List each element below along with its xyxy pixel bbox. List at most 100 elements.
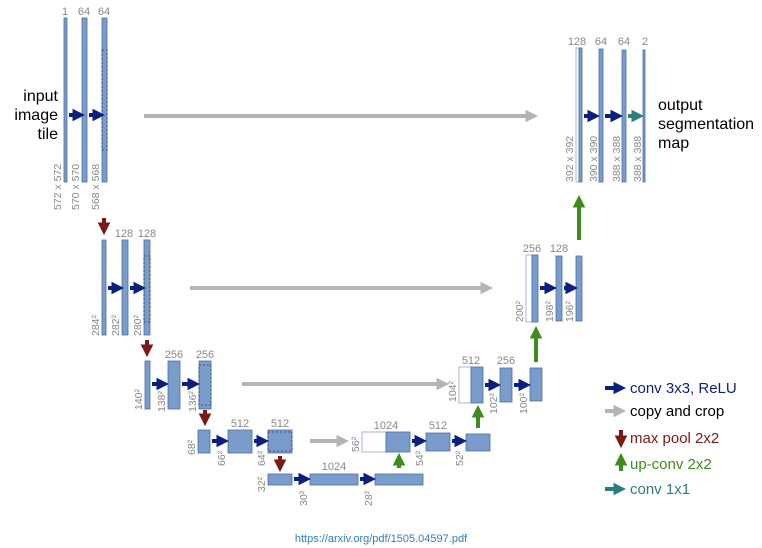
spatial-size: 388 x 388 bbox=[611, 136, 623, 182]
feature-map-box bbox=[385, 431, 411, 453]
feature-map-box bbox=[374, 473, 424, 486]
output-label: map bbox=[658, 135, 689, 152]
spatial-size: 56² bbox=[350, 436, 362, 452]
spatial-size: 196² bbox=[564, 300, 576, 322]
channel-count: 256 bbox=[165, 349, 183, 361]
spatial-size: 198² bbox=[544, 300, 556, 322]
spatial-size: 32² bbox=[256, 476, 268, 492]
channel-count: 2 bbox=[642, 36, 648, 48]
channel-count: 512 bbox=[271, 418, 289, 430]
feature-map-box bbox=[499, 367, 513, 403]
channel-count: 128 bbox=[138, 228, 156, 240]
feature-map-box bbox=[470, 366, 484, 404]
feature-map-box bbox=[267, 473, 293, 486]
channel-count: 512 bbox=[462, 355, 480, 367]
feature-map-box bbox=[167, 360, 181, 410]
upconv-arrows bbox=[392, 194, 586, 468]
channel-count: 512 bbox=[429, 420, 447, 432]
channel-count: 128 bbox=[115, 228, 133, 240]
decoder-level-1: 128 64 64 2 392 x 392 390 x 390 388 x 38… bbox=[564, 36, 754, 183]
feature-map-box bbox=[575, 255, 583, 322]
crop-region bbox=[101, 49, 108, 151]
legend-conv-label: conv 3x3, ReLU bbox=[630, 380, 737, 397]
spatial-size: 100² bbox=[518, 392, 530, 414]
skip-connections bbox=[144, 109, 539, 448]
legend-conv1x1-label: conv 1x1 bbox=[630, 481, 690, 498]
spatial-size: 138² bbox=[156, 390, 168, 412]
feature-map-box bbox=[425, 432, 451, 452]
encoder-level-1: 1 64 64 572 x 572 570 x 570 568 x 568 in… bbox=[14, 6, 110, 210]
encoder-level-3: 256 256 140² 138² 136² bbox=[133, 349, 214, 412]
feature-map-box bbox=[101, 17, 108, 183]
input-label: image bbox=[14, 107, 58, 124]
output-label: output bbox=[658, 97, 703, 114]
spatial-size: 30² bbox=[298, 490, 310, 506]
channel-count: 64 bbox=[98, 6, 110, 18]
channel-count: 128 bbox=[568, 36, 586, 48]
feature-map-box bbox=[529, 367, 543, 402]
feature-map-box bbox=[309, 473, 359, 486]
bottleneck-level: 1024 32² 30² 28² bbox=[256, 461, 424, 506]
legend-copy-label: copy and crop bbox=[630, 403, 724, 420]
spatial-size: 64² bbox=[256, 450, 268, 466]
feature-map-box bbox=[101, 239, 107, 336]
spatial-size: 28² bbox=[363, 490, 375, 506]
feature-map-box bbox=[227, 429, 253, 454]
legend: conv 3x3, ReLU copy and crop max pool 2x… bbox=[605, 380, 737, 498]
output-label: segmentation bbox=[658, 116, 754, 133]
spatial-size: 104² bbox=[447, 380, 459, 402]
spatial-size: 392 x 392 bbox=[564, 136, 576, 182]
encoder-level-4: 512 512 68² 66² 64² bbox=[186, 418, 293, 466]
channel-count: 64 bbox=[78, 6, 90, 18]
cropped-copy-box bbox=[361, 431, 387, 453]
cropped-copy-box bbox=[525, 254, 533, 323]
spatial-size: 568 x 568 bbox=[90, 164, 102, 210]
spatial-size: 388 x 388 bbox=[632, 136, 644, 182]
feature-map-box bbox=[121, 239, 129, 336]
channel-count: 128 bbox=[550, 243, 568, 255]
spatial-size: 140² bbox=[133, 388, 145, 410]
encoder-level-2: 128 128 284² 282² 280² bbox=[90, 228, 156, 336]
decoder-level-4: 1024 512 56² 54² 52² bbox=[350, 420, 491, 466]
feature-map-box bbox=[531, 254, 539, 323]
spatial-size: 390 x 390 bbox=[588, 136, 600, 182]
cropped-copy-box bbox=[575, 47, 580, 183]
feature-map-box bbox=[198, 360, 212, 410]
feature-map-box bbox=[81, 17, 88, 183]
channel-count: 1024 bbox=[322, 461, 346, 473]
spatial-size: 66² bbox=[216, 450, 228, 466]
spatial-size: 68² bbox=[186, 439, 198, 455]
channel-count: 1 bbox=[62, 6, 68, 18]
spatial-size: 136² bbox=[187, 390, 199, 412]
channel-count: 256 bbox=[523, 243, 541, 255]
decoder-level-2: 256 128 200² 198² 196² bbox=[514, 243, 583, 323]
channel-count: 64 bbox=[618, 36, 630, 48]
source-link[interactable]: https://arxiv.org/pdf/1505.04597.pdf bbox=[295, 533, 468, 545]
feature-map-box bbox=[555, 255, 563, 322]
feature-map-box bbox=[197, 429, 211, 454]
legend-pool-label: max pool 2x2 bbox=[630, 430, 719, 447]
input-label: tile bbox=[38, 126, 59, 143]
spatial-size: 102² bbox=[488, 392, 500, 414]
input-label: input bbox=[23, 88, 58, 105]
channel-count: 256 bbox=[196, 349, 214, 361]
spatial-size: 572 x 572 bbox=[52, 164, 64, 210]
spatial-size: 284² bbox=[90, 314, 102, 336]
pool-arrows bbox=[97, 218, 287, 473]
legend-upconv-label: up-conv 2x2 bbox=[630, 456, 712, 473]
feature-map-box bbox=[63, 17, 68, 183]
feature-map-box bbox=[267, 429, 293, 454]
spatial-size: 200² bbox=[514, 300, 526, 322]
feature-map-box bbox=[143, 239, 151, 336]
spatial-size: 282² bbox=[110, 314, 122, 336]
spatial-size: 52² bbox=[454, 450, 466, 466]
spatial-size: 570 x 570 bbox=[70, 164, 82, 210]
decoder-level-3: 512 256 104² 102² 100² bbox=[447, 355, 543, 414]
feature-map-box bbox=[144, 360, 151, 410]
channel-count: 256 bbox=[497, 355, 515, 367]
channel-count: 1024 bbox=[374, 420, 398, 432]
feature-map-box bbox=[578, 47, 583, 183]
channel-count: 512 bbox=[231, 418, 249, 430]
spatial-size: 54² bbox=[414, 450, 426, 466]
